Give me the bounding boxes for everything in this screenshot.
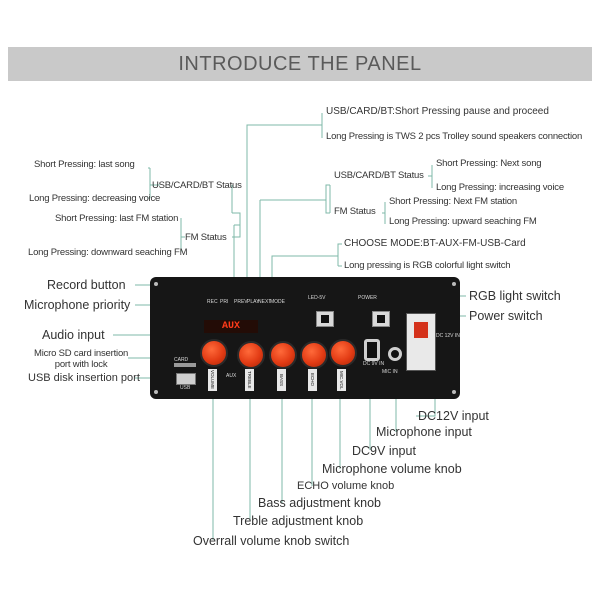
rgb-light-switch[interactable] (316, 311, 334, 327)
usb-port[interactable] (176, 373, 196, 385)
mic-input-jack[interactable] (388, 347, 402, 361)
mic-volume-knob[interactable] (329, 339, 357, 367)
label-left-fm-status: FM Status (185, 232, 227, 243)
label-left-fm-short: Short Pressing: last FM station (55, 213, 179, 224)
label-mic-volume: Microphone volume knob (322, 462, 462, 476)
dc12v-socket (414, 322, 428, 338)
led-display: AUX (204, 320, 258, 333)
label-audio-input: Audio input (42, 328, 105, 342)
label-right-usb-short: Short Pressing: Next song (436, 158, 542, 169)
label-left-usb-status: USB/CARD/BT Status (152, 180, 242, 191)
label-record-button: Record button (47, 278, 126, 292)
label-long-rgb: Long pressing is RGB colorful light swit… (344, 260, 511, 271)
label-dc12v: DC12V input (418, 409, 489, 423)
btn-label-pri: PRI (220, 299, 229, 305)
label-mic-input: Microphone input (376, 425, 472, 439)
title-banner: INTRODUCE THE PANEL (8, 47, 592, 81)
knob-label-mic-vol: MIC.VOL (337, 369, 346, 391)
label-right-fm-short: Short Pressing: Next FM station (389, 196, 517, 207)
screw-icon (154, 282, 158, 286)
knob-label-volume: VOLUME (208, 369, 217, 391)
sd-label: CARD (174, 357, 189, 363)
mic-in-label: MIC IN (382, 369, 398, 375)
volume-knob[interactable] (200, 339, 228, 367)
dc9v-jack[interactable] (364, 339, 380, 361)
knob-label-echo: ECHO (308, 369, 317, 391)
label-choose-mode: CHOOSE MODE:BT-AUX-FM-USB-Card (344, 238, 526, 249)
label-long-tws: Long Pressing is TWS 2 pcs Trolley sound… (326, 131, 583, 142)
btn-label-play: PLAY (247, 299, 260, 305)
dc12v-jack[interactable] (406, 313, 436, 371)
label-left-fm-long: Long Pressing: downward seaching FM (28, 247, 188, 258)
label-bass-knob: Bass adjustment knob (258, 496, 381, 510)
btn-label-next: NEXT (258, 299, 272, 305)
btn-label-prev: PREV (234, 299, 248, 305)
knob-label-bass: BASS (277, 369, 286, 391)
dc9v-label: DC 9V IN (363, 361, 385, 367)
label-left-usb-long: Long Pressing: decreasing voice (29, 193, 161, 204)
btn-label-rec: REC (207, 299, 218, 305)
label-rgb-switch: RGB light switch (469, 289, 561, 303)
page-title: INTRODUCE THE PANEL (178, 53, 422, 75)
switch-label-power: POWER (358, 295, 377, 301)
screw-icon (452, 282, 456, 286)
label-right-fm-status: FM Status (334, 206, 376, 217)
label-right-usb-status: USB/CARD/BT Status (334, 170, 424, 181)
screw-icon (452, 390, 456, 394)
micro-sd-slot[interactable] (174, 363, 196, 367)
switch-label-led: LED-5V (308, 295, 326, 301)
bass-knob[interactable] (269, 341, 297, 369)
echo-knob[interactable] (300, 341, 328, 369)
treble-knob[interactable] (237, 341, 265, 369)
aux-label: AUX (226, 373, 237, 379)
dc12v-label: DC 12V IN (436, 333, 460, 339)
label-usb-disk: USB disk insertion port (28, 372, 140, 384)
screw-icon (154, 390, 158, 394)
power-switch[interactable] (372, 311, 390, 327)
label-mic-priority: Microphone priority (24, 298, 131, 312)
label-overall-volume: Overrall volume knob switch (193, 534, 350, 548)
amplifier-panel: REC PRI PREV PLAY NEXT MODE AUX LED-5V P… (150, 277, 460, 399)
label-treble-knob: Treble adjustment knob (233, 514, 364, 528)
label-right-fm-long: Long Pressing: upward seaching FM (389, 216, 537, 227)
label-power-switch: Power switch (469, 309, 543, 323)
label-dc9v: DC9V input (352, 444, 416, 458)
knob-label-treble: TREBLE (245, 369, 254, 391)
label-left-usb-short: Short Pressing: last song (34, 159, 135, 170)
label-right-usb-long: Long Pressing: increasing voice (436, 182, 564, 193)
label-echo-volume: ECHO volume knob (297, 480, 395, 492)
label-micro-sd: Micro SD card insertion port with lock (34, 348, 129, 370)
label-usb-card-bt-short: USB/CARD/BT:Short Pressing pause and pro… (326, 106, 549, 117)
btn-label-mode: MODE (270, 299, 285, 305)
usb-label: USB (180, 385, 191, 391)
